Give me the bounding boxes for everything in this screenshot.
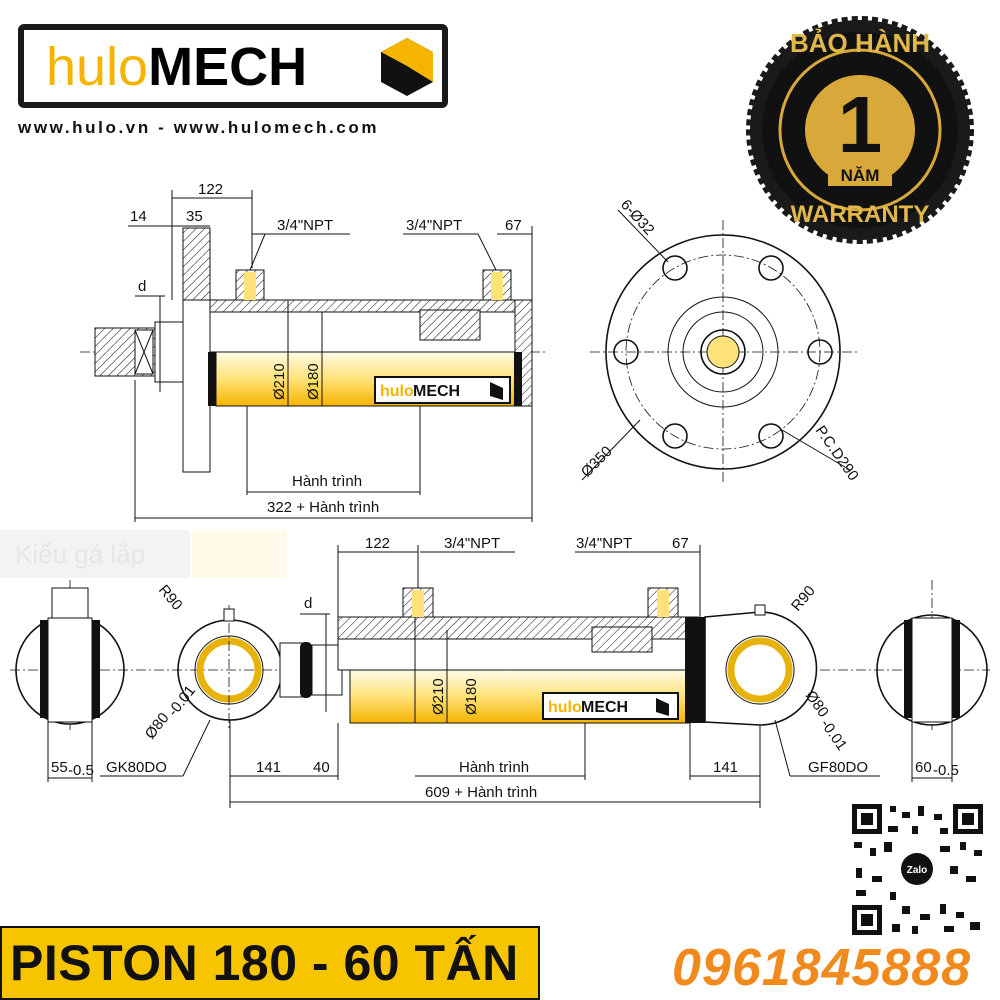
watermark-box-yellow: [192, 530, 287, 578]
svg-text:-0.01: -0.01: [165, 682, 199, 719]
bearing-right-label: GF80DO: [808, 759, 868, 776]
total-length-label-b: 609 + Hành trình: [425, 784, 537, 801]
product-title: PISTON 180 - 60 TẤN: [10, 935, 519, 991]
dim-141-right: 141: [713, 759, 738, 776]
dim-40: 40: [313, 759, 330, 776]
warranty-badge: BẢO HÀNH 1 NĂM WARRANTY: [746, 16, 974, 244]
svg-text:-0.5: -0.5: [68, 762, 94, 779]
bottom-cylinder-side-view: hulo MECH 122 3/4"NPT 3/4"NPT 67 d R90 R…: [10, 535, 990, 808]
rod-d-label: d: [138, 278, 146, 295]
port-left-label: 3/4"NPT: [277, 217, 333, 234]
svg-text:Ø80: Ø80: [142, 710, 173, 743]
port-right-label: 3/4"NPT: [406, 217, 462, 234]
svg-text:60: 60: [915, 759, 932, 776]
stroke-label-b: Hành trình: [459, 759, 529, 776]
svg-text:-0.5: -0.5: [933, 762, 959, 779]
phone-number[interactable]: 0961845888: [672, 939, 972, 997]
width-right-label: 60 -0.5: [915, 759, 959, 779]
badge-bottom-text: WARRANTY: [791, 201, 930, 228]
product-title-box: PISTON 180 - 60 TẤN: [0, 926, 540, 1000]
watermark-box: [0, 530, 190, 578]
flange-diameter-label: Ø350: [578, 443, 616, 481]
dim-67-b: 67: [672, 535, 689, 552]
hulomech-logo: huloMECH: [18, 24, 448, 108]
barrel-logo-bold-2: MECH: [581, 699, 628, 716]
bearing-left-label: GK80DO: [106, 759, 167, 776]
total-length-label: 322 + Hành trình: [267, 499, 379, 516]
logo-text-light: hulo: [46, 37, 149, 97]
radius-right-label: R90: [788, 583, 819, 615]
rod-label-b: Ø180: [463, 678, 480, 715]
logo-cube-icon: [381, 38, 433, 96]
dim-122: 122: [198, 181, 223, 198]
radius-left-label: R90: [155, 582, 186, 614]
barrel-logo-light: hulo: [380, 383, 414, 400]
svg-text:55: 55: [51, 759, 68, 776]
top-cylinder-side-view: hulo MECH 122 14 35 3/4"NPT 3/4"NPT 67 d…: [80, 181, 545, 522]
stroke-label: Hành trình: [292, 473, 362, 490]
svg-text:-0.01: -0.01: [817, 716, 851, 754]
pin-left-label: Ø80 -0.01: [142, 682, 199, 743]
barrel-logo-light-2: hulo: [548, 699, 582, 716]
bore-label-b: Ø210: [430, 678, 447, 715]
barrel-logo: [374, 376, 511, 404]
rod-d-label-b: d: [304, 595, 312, 612]
rod-label: Ø180: [305, 363, 322, 400]
badge-unit: NĂM: [841, 166, 880, 185]
flange-holes-label: 6-Ø32: [617, 196, 658, 238]
flange-front-view: 6-Ø32 Ø350 P.C.D290: [578, 196, 862, 485]
port-left-label-b: 3/4"NPT: [444, 535, 500, 552]
width-left-label: 55 -0.5: [51, 759, 94, 779]
pin-right-label: Ø80 -0.01: [802, 688, 851, 754]
pcd-label: P.C.D290: [812, 423, 862, 484]
bore-label: Ø210: [271, 363, 288, 400]
badge-top-text: BẢO HÀNH: [790, 28, 930, 58]
dim-141-left: 141: [256, 759, 281, 776]
dim-14: 14: [130, 208, 147, 225]
dim-67: 67: [505, 217, 522, 234]
dim-122-b: 122: [365, 535, 390, 552]
barrel-logo-bold: MECH: [413, 383, 460, 400]
flange-plate: [182, 227, 211, 301]
website-link[interactable]: www.hulo.vn - www.hulomech.com: [18, 118, 380, 137]
logo-text-bold: MECH: [148, 37, 308, 97]
badge-number: 1: [838, 80, 883, 169]
dim-35: 35: [186, 208, 203, 225]
zalo-qr-code[interactable]: Zalo: [850, 802, 985, 937]
port-right-label-b: 3/4"NPT: [576, 535, 632, 552]
zalo-label: Zalo: [907, 865, 928, 876]
watermark-mount-type: Kiểu gá lắp: [15, 539, 145, 569]
